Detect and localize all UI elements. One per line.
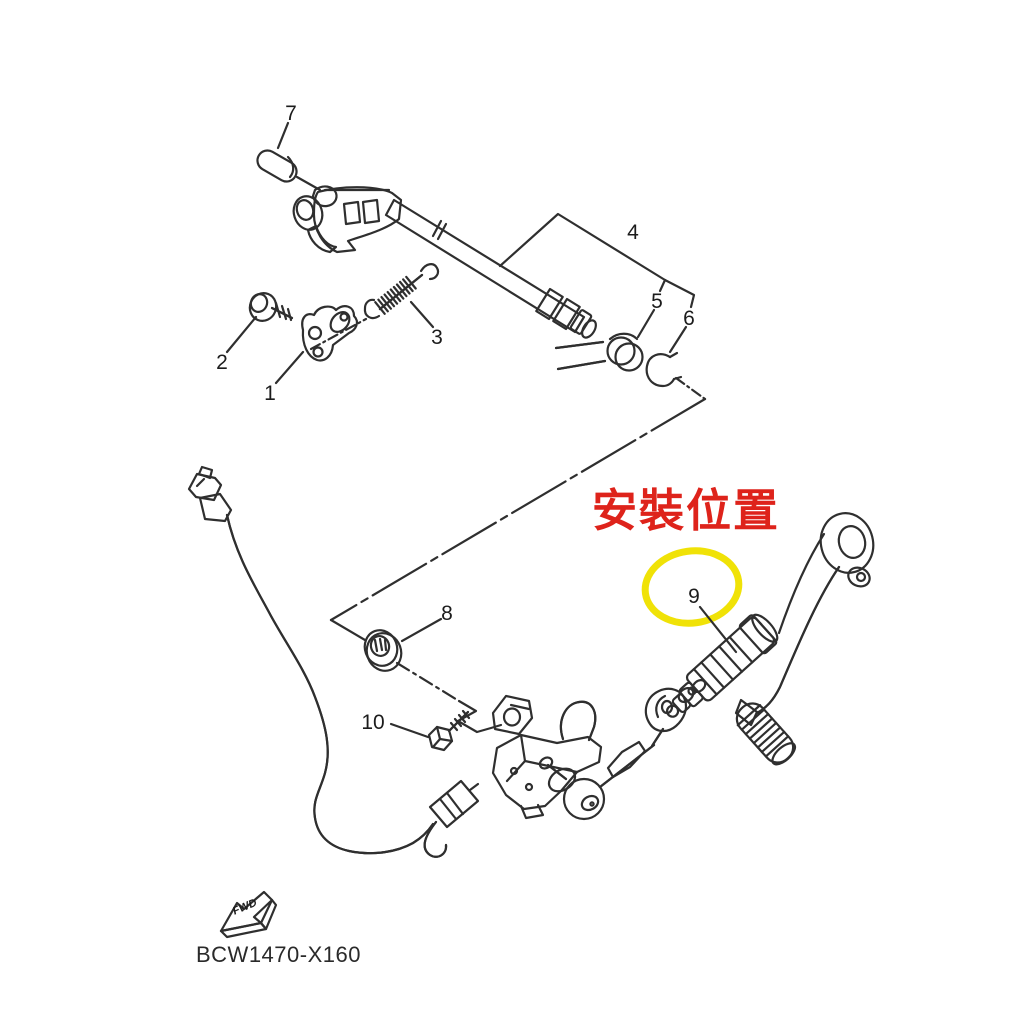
leader-lines xyxy=(225,121,738,739)
callout-9: 9 xyxy=(688,585,700,608)
callout-1: 1 xyxy=(264,382,276,405)
fwd-label: FWD xyxy=(231,897,259,918)
shift-shaft-assembly-part-4 xyxy=(292,185,597,339)
circlip-part-6 xyxy=(645,351,683,388)
shift-rod xyxy=(598,678,707,789)
part-code: BCW1470-X160 xyxy=(196,942,361,967)
grommet-part-8 xyxy=(363,629,403,672)
wire-harness xyxy=(187,465,480,858)
stopper-lever-part-1 xyxy=(301,305,358,362)
installation-chain-line xyxy=(309,317,707,734)
callout-2: 2 xyxy=(216,351,228,374)
pin-part-7 xyxy=(256,149,322,192)
bolt-part-10 xyxy=(427,709,471,752)
torsion-spring-part-5 xyxy=(554,332,644,372)
callout-4: 4 xyxy=(627,221,639,244)
installation-position-annotation: 安裝位置 xyxy=(592,485,780,536)
callout-3: 3 xyxy=(431,326,443,349)
ball-joint xyxy=(538,756,606,821)
highlight-ellipse xyxy=(641,547,743,627)
bolt-part-2 xyxy=(248,292,294,322)
wire-boot xyxy=(423,779,480,858)
callout-6: 6 xyxy=(683,307,695,330)
callout-7: 7 xyxy=(285,102,297,125)
shift-pedal xyxy=(734,512,875,766)
callout-4-bracket xyxy=(498,212,696,354)
fwd-arrow xyxy=(219,890,278,939)
callout-8: 8 xyxy=(441,602,453,625)
mounting-bracket xyxy=(491,694,603,820)
sensor-part-9 xyxy=(665,613,779,718)
callout-5: 5 xyxy=(651,290,663,313)
spring-part-3 xyxy=(363,263,440,320)
foot-peg xyxy=(735,702,797,766)
callout-10: 10 xyxy=(361,711,384,734)
wire-connector xyxy=(187,465,233,523)
pedal-eyelet xyxy=(819,512,875,574)
